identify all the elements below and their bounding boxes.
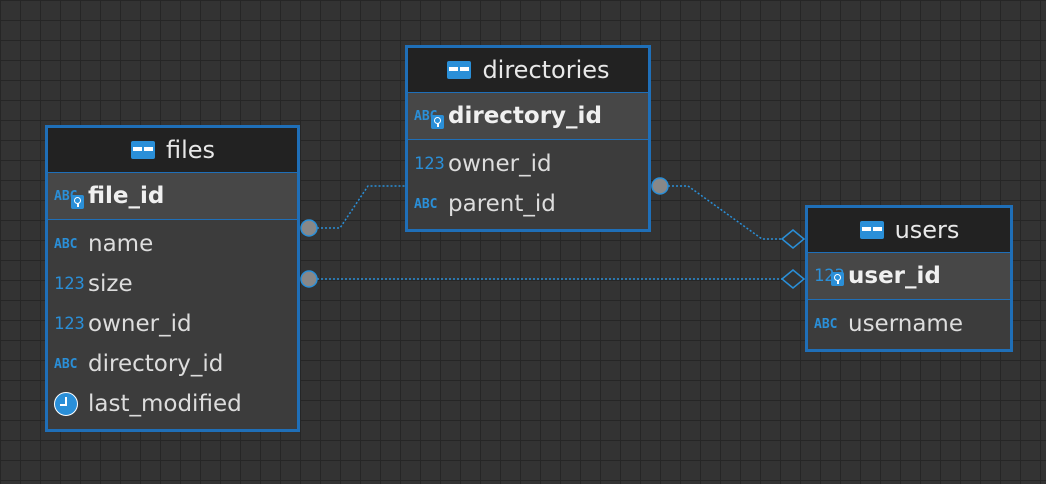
table-icon <box>447 61 472 79</box>
table-header-directories[interactable]: directories <box>408 48 648 93</box>
table-title: files <box>165 136 216 164</box>
table-header-users[interactable]: users <box>808 208 1010 253</box>
column-name: owner_id <box>448 151 552 177</box>
connector-dot-files-directories[interactable] <box>300 219 318 237</box>
column-row[interactable]: last_modified <box>48 384 297 424</box>
column-row[interactable]: 123 owner_id <box>408 144 648 184</box>
table-users[interactable]: users 123 user_id ABC username <box>805 205 1013 352</box>
column-row[interactable]: ABC directory_id <box>48 344 297 384</box>
column-name: directory_id <box>88 351 224 377</box>
column-row[interactable]: ABC username <box>808 304 1010 344</box>
table-icon <box>130 141 155 159</box>
column-name: username <box>848 311 963 337</box>
column-name: file_id <box>88 183 165 209</box>
diamond-marker-files-users[interactable] <box>780 269 806 289</box>
connector-dot-directories-users[interactable] <box>651 177 669 195</box>
column-name: size <box>88 271 133 297</box>
column-name: directory_id <box>448 103 602 129</box>
key-icon <box>831 272 844 286</box>
table-directories[interactable]: directories ABC directory_id 123 owner_i… <box>405 45 651 232</box>
column-row[interactable]: ABC parent_id <box>408 184 648 224</box>
123-key-icon: 123 <box>814 266 845 286</box>
column-name: name <box>88 231 154 257</box>
abc-key-icon: ABC <box>48 189 88 209</box>
table-files[interactable]: files ABC file_id ABC name 123 size 123 … <box>45 125 300 432</box>
column-row[interactable]: 123 owner_id <box>48 304 297 344</box>
table-header-files[interactable]: files <box>48 128 297 173</box>
key-icon <box>71 194 84 209</box>
connector-dot-files-users[interactable] <box>300 270 318 288</box>
table-icon <box>859 221 884 239</box>
column-row[interactable]: 123 size <box>48 264 297 304</box>
123-icon: 123 <box>54 274 85 294</box>
key-icon <box>431 114 444 129</box>
abc-icon: ABC <box>54 236 78 252</box>
relationship-line-files-directories[interactable] <box>309 185 406 229</box>
123-icon: 123 <box>54 314 85 334</box>
relationship-line-directories-users[interactable] <box>660 185 792 240</box>
column-name: user_id <box>848 263 941 289</box>
column-name: last_modified <box>88 391 242 417</box>
primary-key-row[interactable]: ABC file_id <box>48 173 297 220</box>
abc-icon: ABC <box>414 196 438 212</box>
primary-key-row[interactable]: 123 user_id <box>808 253 1010 300</box>
diamond-marker-directories-users[interactable] <box>780 229 806 249</box>
abc-key-icon: ABC <box>408 109 448 129</box>
abc-icon: ABC <box>814 316 838 332</box>
column-name: parent_id <box>448 191 556 217</box>
table-title: directories <box>482 56 610 84</box>
table-title: users <box>894 216 960 244</box>
column-name: owner_id <box>88 311 192 337</box>
clock-icon <box>54 392 78 416</box>
abc-icon: ABC <box>54 356 78 372</box>
primary-key-row[interactable]: ABC directory_id <box>408 93 648 140</box>
column-row[interactable]: ABC name <box>48 224 297 264</box>
123-icon: 123 <box>414 154 445 174</box>
